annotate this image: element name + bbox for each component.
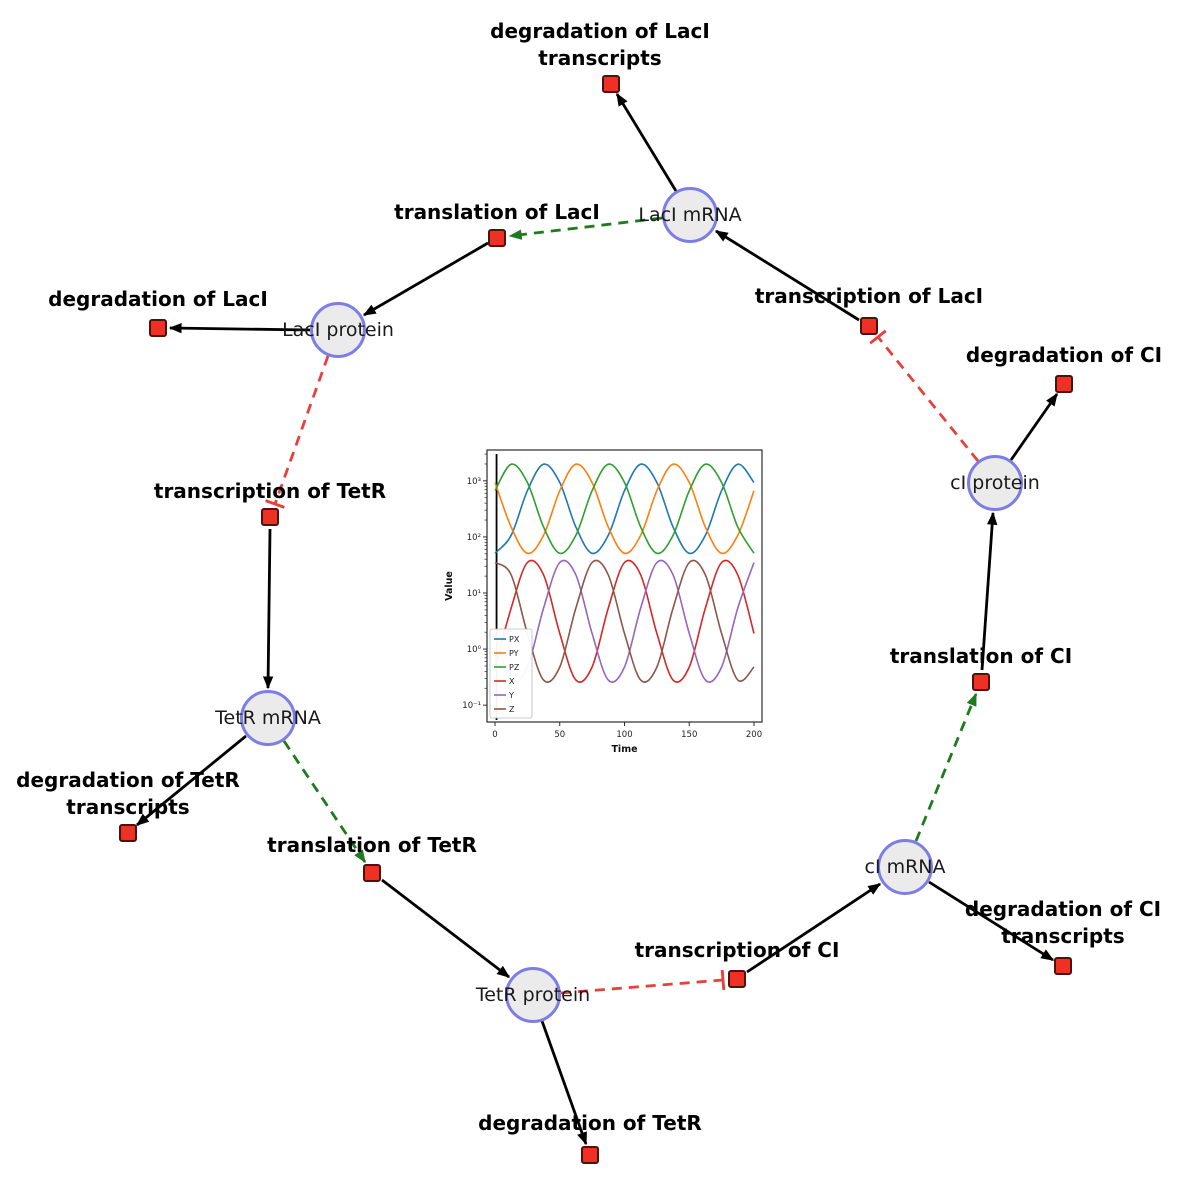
- series-line-PZ: [494, 463, 755, 555]
- reaction-label: degradation of TetR transcripts: [16, 767, 240, 821]
- reaction-square: [1055, 375, 1073, 393]
- y-tick-label: 10¹: [467, 589, 481, 599]
- reaction-label-line: degradation of CI: [965, 343, 1163, 367]
- species-label: cI protein: [950, 472, 1040, 494]
- legend-label-PY: PY: [509, 649, 519, 658]
- legend-label-X: X: [509, 677, 515, 686]
- reaction-square: [581, 1146, 599, 1164]
- species-circle: [662, 187, 718, 243]
- reaction-label: transcription of CI: [635, 937, 840, 964]
- reaction-square: [119, 824, 137, 842]
- reaction-label-line: translation of LacI: [394, 200, 600, 224]
- legend-label-PZ: PZ: [509, 663, 520, 672]
- series-line-PY: [494, 463, 755, 555]
- species-circle: [877, 839, 933, 895]
- species-circle: [240, 690, 296, 746]
- reaction-label: degradation of CI transcripts: [965, 896, 1161, 950]
- y-tick-label: 10³: [467, 477, 481, 487]
- edge-ciprotein-to-deg-ci: [1009, 392, 1059, 461]
- edge-tetrprotein-to-deg-tetr: [540, 1020, 588, 1146]
- reaction-label-line: transcripts: [538, 46, 662, 70]
- reaction-label-line: translation of TetR: [267, 833, 477, 857]
- edge-inhibition-laciprotein-to-transcription-tetr: [265, 355, 330, 509]
- y-tick-label: 10⁰: [467, 645, 482, 655]
- reaction-label-line: translation of CI: [889, 644, 1073, 668]
- edge-translation-laci-to-laciprotein: [362, 241, 489, 317]
- reaction-label-line: transcripts: [1001, 924, 1125, 948]
- reaction-square: [363, 864, 381, 882]
- edge-translation-ci-to-ciprotein: [980, 511, 998, 671]
- reaction-label-line: degradation of TetR: [16, 768, 240, 792]
- reaction-label: degradation of TetR: [478, 1110, 702, 1137]
- reaction-square: [1054, 957, 1072, 975]
- reaction-square: [149, 319, 167, 337]
- edge-modifier-tetrmrna-to-translation-tetr: [282, 740, 367, 864]
- reaction-square: [261, 508, 279, 526]
- reaction-label: translation of TetR: [267, 832, 477, 859]
- y-tick-label: 10⁻¹: [462, 701, 481, 711]
- species-label: LacI protein: [282, 319, 394, 341]
- legend-label-PX: PX: [509, 635, 520, 644]
- reaction-label-line: transcription of TetR: [153, 479, 387, 503]
- reaction-label: degradation of CI: [966, 342, 1162, 369]
- edge-laciprotein-to-deg-laci: [168, 322, 311, 334]
- reaction-label-line: transcription of LacI: [754, 284, 984, 308]
- reaction-square: [488, 229, 506, 247]
- edge-cimrna-to-deg-ci-transcripts: [928, 880, 1055, 962]
- edge-lacimrna-to-deg-laci-transcripts: [615, 92, 678, 192]
- edge-transcription-laci-to-lacimrna: [714, 229, 860, 322]
- edge-modifier-lacimrna-to-translation-laci: [508, 216, 663, 240]
- species-circle: [505, 967, 561, 1023]
- edge-inhibition-ciprotein-to-transcription-laci: [869, 329, 980, 462]
- y-tick-label: 10²: [467, 533, 481, 543]
- reaction-label-line: transcripts: [66, 795, 190, 819]
- edge-modifier-cimrna-to-translation-ci: [914, 692, 978, 842]
- reaction-label: translation of LacI: [394, 199, 600, 226]
- reaction-label-line: transcription of CI: [634, 938, 840, 962]
- series-line-Y: [494, 559, 755, 683]
- reaction-label: degradation of LacI transcripts: [490, 18, 710, 72]
- legend-label-Z: Z: [509, 705, 515, 714]
- series-line-Z: [494, 559, 755, 683]
- x-tick-label: 100: [616, 730, 632, 740]
- species-circle: [967, 455, 1023, 511]
- reaction-label-line: degradation of CI: [964, 897, 1162, 921]
- edge-transcription-ci-to-cimrna: [746, 882, 882, 974]
- edge-tetrmrna-to-deg-tetr-transcripts: [135, 734, 247, 827]
- legend-label-Y: Y: [508, 691, 514, 700]
- x-tick-label: 0: [492, 730, 497, 740]
- reaction-square: [972, 673, 990, 691]
- reaction-square: [728, 970, 746, 988]
- species-label: LacI mRNA: [638, 204, 742, 226]
- reaction-square: [860, 317, 878, 335]
- edge-transcription-tetr-to-tetrmrna: [262, 528, 274, 690]
- reaction-label: degradation of LacI: [48, 286, 268, 313]
- chart-legend: PX PY PZ XYZ: [489, 628, 533, 719]
- reaction-label: transcription of TetR: [154, 478, 386, 505]
- reaction-label: translation of CI: [890, 643, 1072, 670]
- reaction-label: transcription of LacI: [755, 283, 983, 310]
- x-tick-label: 50: [554, 730, 565, 740]
- reaction-square: [602, 75, 620, 93]
- x-tick-label: 150: [681, 730, 697, 740]
- x-tick-label: 200: [746, 730, 762, 740]
- reaction-label-line: degradation of TetR: [478, 1111, 702, 1135]
- species-label: TetR mRNA: [215, 707, 321, 729]
- x-axis-label: Time: [611, 744, 637, 755]
- species-label: cI mRNA: [864, 856, 946, 878]
- series-line-PX: [494, 463, 755, 555]
- species-circle: [310, 302, 366, 358]
- species-label: TetR protein: [475, 984, 591, 1006]
- reaction-label-line: degradation of LacI: [48, 287, 268, 311]
- y-axis-label: Value: [444, 571, 455, 601]
- edge-translation-tetr-to-tetrprotein: [381, 878, 511, 979]
- reaction-label-line: degradation of LacI: [490, 19, 710, 43]
